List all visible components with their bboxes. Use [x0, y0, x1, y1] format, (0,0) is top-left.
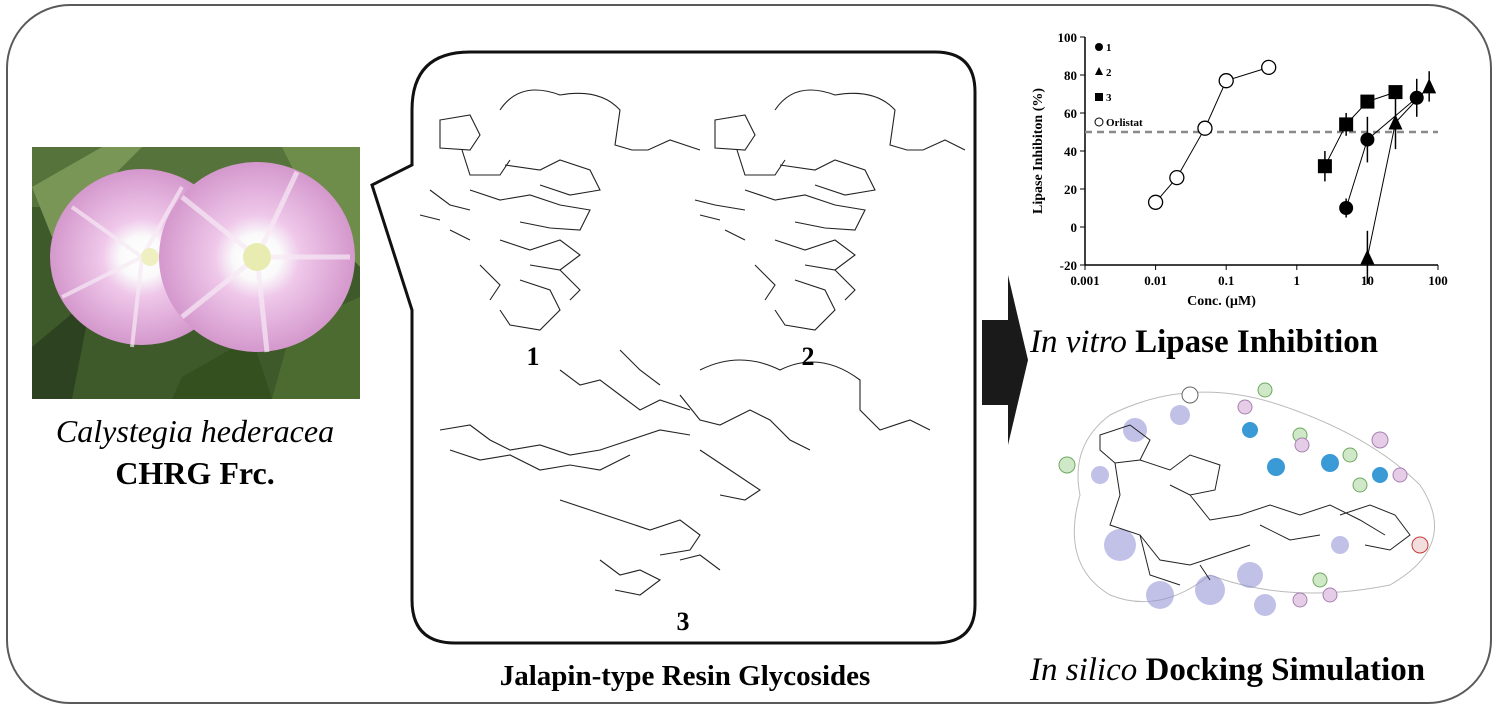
data-point-3 [1360, 94, 1375, 109]
data-point-Orlistat [1197, 120, 1213, 136]
structure-2 [694, 89, 966, 331]
x-tick-label: 0.01 [1144, 273, 1167, 288]
plant-fraction: CHRG Frc. [115, 455, 275, 491]
y-axis-title: Lipase Inhibiton (%) [1031, 88, 1046, 214]
legend-marker-Orlistat [1094, 117, 1104, 127]
structure-label-1: 1 [527, 342, 540, 371]
in-vitro-rest: Lipase Inhibition [1126, 324, 1379, 360]
structure-label-3: 3 [677, 607, 690, 636]
y-tick-label: 80 [1064, 68, 1077, 83]
data-point-2 [1388, 114, 1403, 130]
data-point-1 [1339, 201, 1354, 215]
structure-3 [439, 349, 931, 596]
data-point-Orlistat [1218, 73, 1234, 89]
structure-label-2: 2 [802, 342, 815, 371]
legend-label-2: 2 [1106, 67, 1112, 79]
data-point-2 [1360, 249, 1375, 265]
legend-label-Orlistat: Orlistat [1106, 117, 1143, 129]
x-tick-label: 100 [1428, 273, 1448, 288]
y-tick-label: 100 [1058, 30, 1078, 45]
y-tick-label: -20 [1060, 258, 1077, 273]
data-point-3 [1317, 159, 1332, 174]
in-vitro-title: In vitro Lipase Inhibition [1030, 324, 1430, 361]
structures-title: Jalapin-type Resin Glycosides [499, 660, 871, 692]
data-point-1 [1360, 132, 1375, 147]
in-vitro-italic: In vitro [1030, 324, 1127, 360]
plant-name: Calystegia hederacea [55, 413, 335, 449]
legend-marker-3 [1095, 93, 1103, 101]
in-silico-title: In silico Docking Simulation [1030, 652, 1500, 689]
legend-marker-1 [1095, 43, 1103, 51]
y-tick-label: 20 [1064, 182, 1077, 197]
y-tick-label: 40 [1064, 144, 1077, 159]
data-point-Orlistat [1169, 169, 1185, 186]
in-silico-italic: In silico [1030, 652, 1138, 688]
legend-label-3: 3 [1106, 92, 1112, 104]
x-tick-label: 0.1 [1218, 273, 1234, 288]
series-line-2 [1366, 86, 1430, 258]
x-tick-label: 0.001 [1070, 273, 1099, 288]
legend-label-1: 1 [1106, 42, 1112, 54]
y-tick-label: 0 [1071, 220, 1078, 235]
data-point-3 [1339, 117, 1354, 132]
docking-diagram [1058, 382, 1435, 616]
series-line-3 [1324, 91, 1396, 167]
data-point-1 [1409, 90, 1424, 105]
x-axis-title: Conc. (µM) [1187, 294, 1256, 309]
data-point-Orlistat [1147, 194, 1164, 210]
legend-marker-2 [1095, 67, 1103, 75]
x-tick-label: 1 [1294, 273, 1301, 288]
y-tick-label: 60 [1064, 106, 1077, 121]
data-point-Orlistat [1261, 59, 1277, 76]
plant-photo [32, 147, 360, 399]
data-point-3 [1388, 85, 1403, 100]
structure-1 [419, 89, 701, 331]
arrow-right-icon [982, 275, 1028, 445]
in-silico-rest: Docking Simulation [1137, 652, 1426, 688]
data-point-2 [1422, 78, 1437, 94]
